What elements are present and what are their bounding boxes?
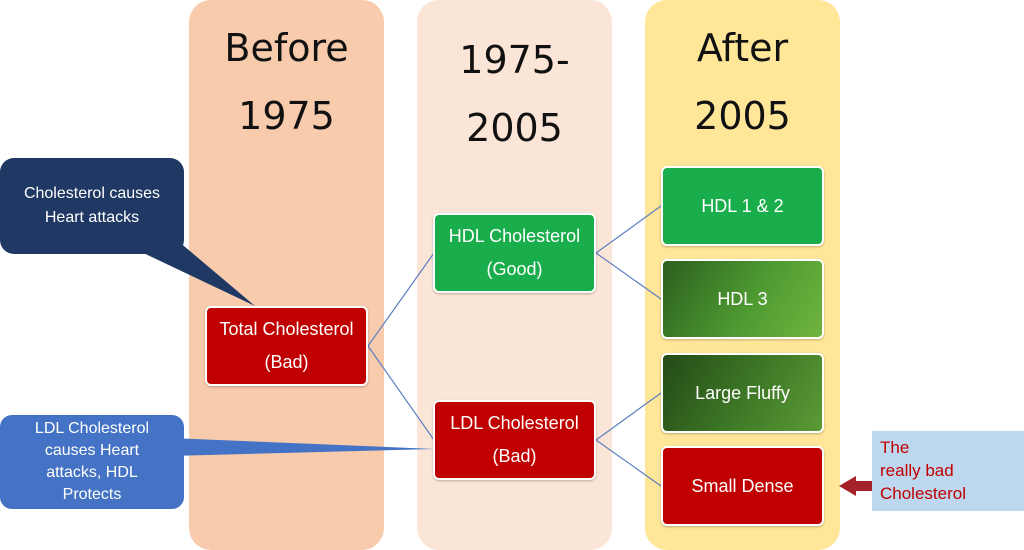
column-title-before: Before 1975: [224, 26, 349, 138]
red-arrow-icon: [839, 476, 876, 496]
callout-ldl-causes-hdl-protects: LDL Cholesterol causes Heart attacks, HD…: [0, 415, 184, 509]
connector-hdl-hdl3: [595, 252, 662, 300]
column-title-after: After 2005: [694, 26, 791, 138]
connector-hdl-hdl12: [595, 205, 662, 254]
note-really-bad-cholesterol: The really bad Cholesterol: [872, 431, 1024, 511]
box-total-cholesterol: Total Cholesterol (Bad): [205, 306, 368, 386]
column-title-middle: 1975- 2005: [459, 38, 570, 150]
box-hdl-cholesterol: HDL Cholesterol (Good): [433, 213, 596, 293]
box-small-dense: Small Dense: [661, 446, 824, 526]
box-hdl-1-2: HDL 1 & 2: [661, 166, 824, 246]
connector-total-ldl: [367, 345, 435, 441]
callout-cholesterol-causes-heart-attacks: Cholesterol causes Heart attacks: [0, 158, 184, 254]
connector-total-hdl: [367, 252, 435, 347]
column-before-1975: Before 1975: [189, 0, 384, 550]
box-ldl-cholesterol: LDL Cholesterol (Bad): [433, 400, 596, 480]
box-hdl-3: HDL 3: [661, 259, 824, 339]
bottom-callout-tail: [170, 438, 435, 456]
connector-ldl-largefluffy: [595, 392, 662, 441]
connector-ldl-smalldense: [595, 439, 662, 487]
box-large-fluffy: Large Fluffy: [661, 353, 824, 433]
